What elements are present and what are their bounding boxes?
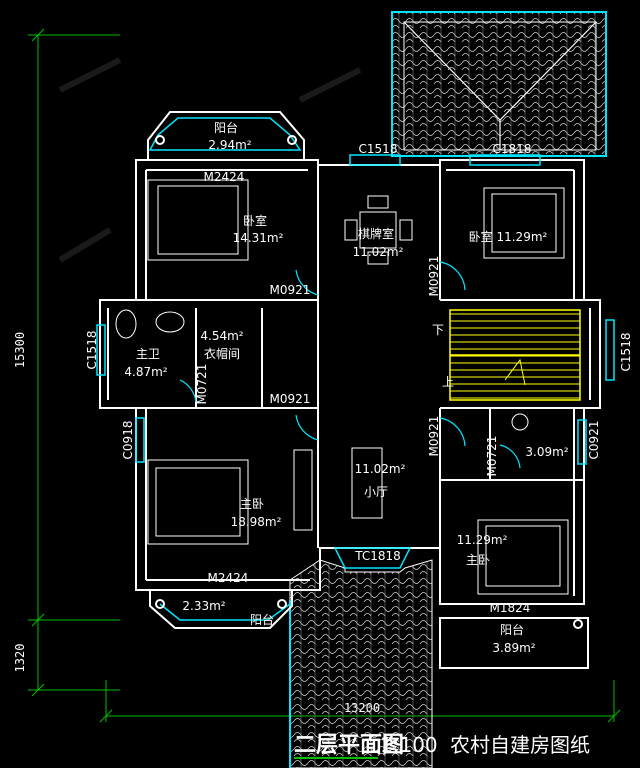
dining-area: 11.02m² <box>353 245 404 259</box>
roof-top <box>391 11 607 157</box>
bedroom-ne-label: 卧室 11.29m² <box>469 229 548 244</box>
windows <box>96 117 615 621</box>
balcony-top-area: 2.94m² <box>208 138 251 152</box>
background-watermark <box>58 57 362 263</box>
tag-c1818: C1818 <box>493 142 532 156</box>
master-bed-area: 18.98m² <box>231 515 282 529</box>
balcony-se-name: 阳台 <box>500 622 524 637</box>
tag-c1518-left: C1518 <box>85 331 99 370</box>
tag-c0921: C0921 <box>587 421 601 460</box>
bedroom-nw-area: 14.31m² <box>233 231 284 245</box>
doors <box>179 261 521 469</box>
stair <box>449 309 581 401</box>
master-bath-area: 4.87m² <box>124 365 167 379</box>
stair-up: 上 <box>442 375 454 389</box>
closet-name: 衣帽间 <box>204 346 240 361</box>
balcony-se-shape <box>439 617 589 669</box>
master-bed-name: 主卧 <box>240 497 264 511</box>
stair-down: 下 <box>432 323 444 337</box>
bedroom-nw-name: 卧室 <box>243 213 267 228</box>
tag-c0918: C0918 <box>121 421 135 460</box>
exterior-walls <box>99 159 601 605</box>
tag-c1518-top: C1518 <box>359 142 398 156</box>
plan-scale: 1:100 <box>380 733 438 757</box>
closet-area: 4.54m² <box>200 329 243 343</box>
dimension-lines <box>28 28 621 723</box>
tag-tc1818: TC1818 <box>354 549 401 563</box>
bath-e-area: 3.09m² <box>525 445 568 459</box>
balcony-top-shape <box>147 111 305 160</box>
dining-name: 棋牌室 <box>358 226 394 241</box>
tag-c1518-right: C1518 <box>619 333 633 372</box>
balcony-sw-area: 2.33m² <box>182 599 225 613</box>
balcony-sw-shape <box>149 590 293 629</box>
dim-height-label: 15300 <box>13 332 27 368</box>
roof-bottom <box>289 559 433 768</box>
master-bed-se-name: 主卧 <box>466 553 490 567</box>
tag-m0921-a: M0921 <box>270 283 311 297</box>
balcony-se-area: 3.89m² <box>492 641 535 655</box>
tag-m1824: M1824 <box>490 601 531 615</box>
tag-m0721-a: M0721 <box>195 364 209 405</box>
dim-front-label: 1320 <box>13 644 27 673</box>
furniture <box>115 179 569 595</box>
tag-m0921-c: M0921 <box>427 256 441 297</box>
master-bath-name: 主卫 <box>136 347 160 361</box>
living-name: 小厅 <box>364 485 388 499</box>
balcony-top-name: 阳台 <box>214 120 238 135</box>
watermark-text: 农村自建房图纸 <box>450 733 590 757</box>
plan-title: 二层平面图 <box>294 733 404 758</box>
tag-m2424-bot: M2424 <box>208 571 249 585</box>
tag-m2424-top: M2424 <box>204 170 245 184</box>
tag-m0921-b: M0921 <box>270 392 311 406</box>
living-area: 11.02m² <box>355 462 406 476</box>
tag-m0921-d: M0921 <box>427 416 441 457</box>
master-bed-se-area: 11.29m² <box>457 533 508 547</box>
tag-m0721-b: M0721 <box>485 436 499 477</box>
balcony-sw-name: 阳台 <box>250 612 274 627</box>
